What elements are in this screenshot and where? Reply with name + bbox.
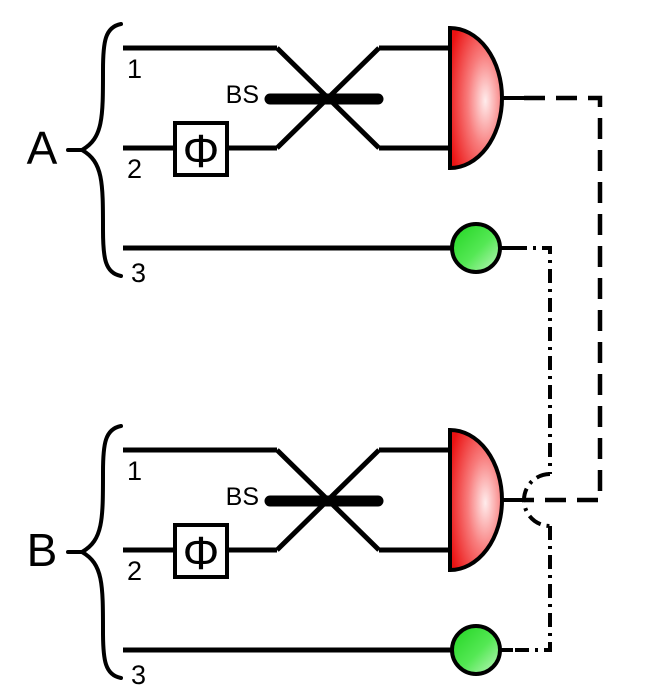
mode-3-label-a: 3 xyxy=(131,258,146,288)
setup-a: A BS 1 2 3 Φ xyxy=(27,22,524,288)
phase-shifter-box-a xyxy=(173,121,229,177)
input-brace-b xyxy=(77,424,123,680)
green-coincidence-dashdot-lower xyxy=(513,526,552,652)
phase-shifter-box-b xyxy=(173,523,229,579)
red-detector-b xyxy=(448,427,504,573)
setup-b: B BS 1 2 3 Φ xyxy=(27,424,524,690)
line-crossing-hop-arc xyxy=(522,472,551,528)
correlation-lines xyxy=(513,95,603,652)
red-coincidence-dashed-line xyxy=(524,95,603,503)
green-coincidence-dashdot-upper xyxy=(513,246,552,474)
phase-shifter-label-b: Φ xyxy=(183,527,220,579)
beamsplitter-label-a: BS xyxy=(226,81,259,109)
green-detector-b xyxy=(450,624,502,676)
setup-label-b: B xyxy=(27,524,58,576)
phase-shifter-label-a: Φ xyxy=(183,125,220,177)
mode-1-label-a: 1 xyxy=(127,54,142,84)
mode-2-label-a: 2 xyxy=(127,154,142,184)
red-detector-a xyxy=(448,25,504,171)
mode-2-label-b: 2 xyxy=(127,556,142,586)
beamsplitter-label-b: BS xyxy=(226,483,259,511)
mode-3-label-b: 3 xyxy=(131,660,146,690)
setup-label-a: A xyxy=(27,122,58,174)
green-detector-a xyxy=(450,222,502,274)
mode-1-label-b: 1 xyxy=(127,456,142,486)
input-brace-a xyxy=(77,22,123,278)
